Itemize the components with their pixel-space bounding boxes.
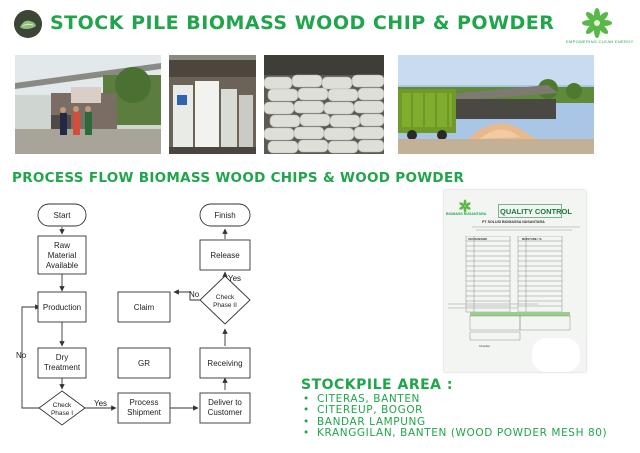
qc-leaf-icon [459,199,471,213]
flow-check-phase2-node [199,275,251,325]
flow-start-node [37,203,87,227]
qc-address-lines [472,226,580,231]
qc-checker-label: Checker [479,344,491,348]
flow-release-node [199,239,251,271]
stockpile-item: •CITEREUP, BOGOR [303,404,424,417]
wood-chipper-machine-photo [15,55,161,154]
qc-col-size: UKURAN/SIZE [468,237,488,241]
qc-signature-area [448,303,571,341]
bagged-powder-warehouse-photo [169,55,256,154]
stockpile-area-list: •CITERAS, BANTEN •CITEREUP, BOGOR •BANDA… [303,393,608,440]
stacked-sacks-photo [264,55,384,154]
flow-edge-yes-bottom: Yes [94,399,107,408]
flow-production-node [37,291,87,323]
stockpile-item: •CITERAS, BANTEN [303,393,421,405]
qc-redaction-blob [532,338,580,372]
flow-raw-label-3: Available [46,261,79,270]
flow-check2-label-1: Check [216,294,235,301]
flow-deliver-node [199,392,251,424]
stockpile-area-title: STOCKPILE AREA : [301,377,453,393]
flow-edge-no-right: No [189,290,200,299]
qc-col-moisture: MOISTURE / % [522,237,542,241]
process-flow-diagram: Start Raw Material Available Production … [10,196,278,448]
qc-brand-name: BIOMASS NUSANTARA [446,212,487,216]
flow-edge-no-left: No [16,351,27,360]
brand-logo: EMPOWERING CLEAN ENERGY [566,6,634,46]
brand-tagline: EMPOWERING CLEAN ENERGY [566,39,634,44]
flow-raw-label-1: Raw [54,241,70,250]
wood-chip-pile-truck-photo [398,55,594,154]
flow-deliver-label-2: Customer [208,408,243,417]
flow-claim-label: Claim [134,303,155,312]
stockpile-item: •KRANGGILAN, BANTEN (WOOD POWDER MESH 80… [303,427,608,440]
flow-process-shipment-node [117,392,171,424]
flow-dry-treatment-node [37,347,87,379]
page-title: STOCK PILE BIOMASS WOOD CHIP & POWDER [50,12,555,34]
flow-dry-label-1: Dry [56,353,68,362]
qc-company-name: PT SOLUSI BIOMASSA NUSANTARA [482,220,545,224]
flow-production-label: Production [43,303,81,312]
qc-title: QUALITY CONTROL [500,207,572,216]
flow-shipment-label-1: Process [130,398,159,407]
flow-check1-label-2: Phase I [51,410,73,417]
stockpile-item: •BANDAR LAMPUNG [303,415,426,428]
flow-check2-label-2: Phase II [213,302,237,309]
flow-release-label: Release [210,251,240,260]
flow-shipment-label-2: Shipment [127,408,162,417]
flow-finish-label: Finish [214,211,235,220]
flow-check1-label-1: Check [53,402,72,409]
flow-raw-label-2: Material [48,251,77,260]
flow-check-phase1-node [38,390,86,426]
flow-dry-label-2: Treatment [44,363,81,372]
leaf-star-icon [582,8,612,38]
process-flow-title: PROCESS FLOW BIOMASS WOOD CHIPS & WOOD P… [12,170,465,186]
flow-gr-node [117,347,171,379]
flow-finish-node [199,203,251,227]
flow-claim-node [117,291,171,323]
quality-control-form-photo: BIOMASS NUSANTARA QUALITY CONTROL PT SOL… [444,190,586,372]
flow-gr-label: GR [138,359,150,368]
flow-receiving-label: Receiving [207,359,242,368]
flow-deliver-label-1: Deliver to [208,398,242,407]
company-logo-icon [14,10,42,38]
flow-raw-material-node [37,235,87,275]
flow-edge-yes-right: Yes [228,274,241,283]
flow-start-label: Start [54,211,72,220]
flow-receiving-node [199,347,251,379]
